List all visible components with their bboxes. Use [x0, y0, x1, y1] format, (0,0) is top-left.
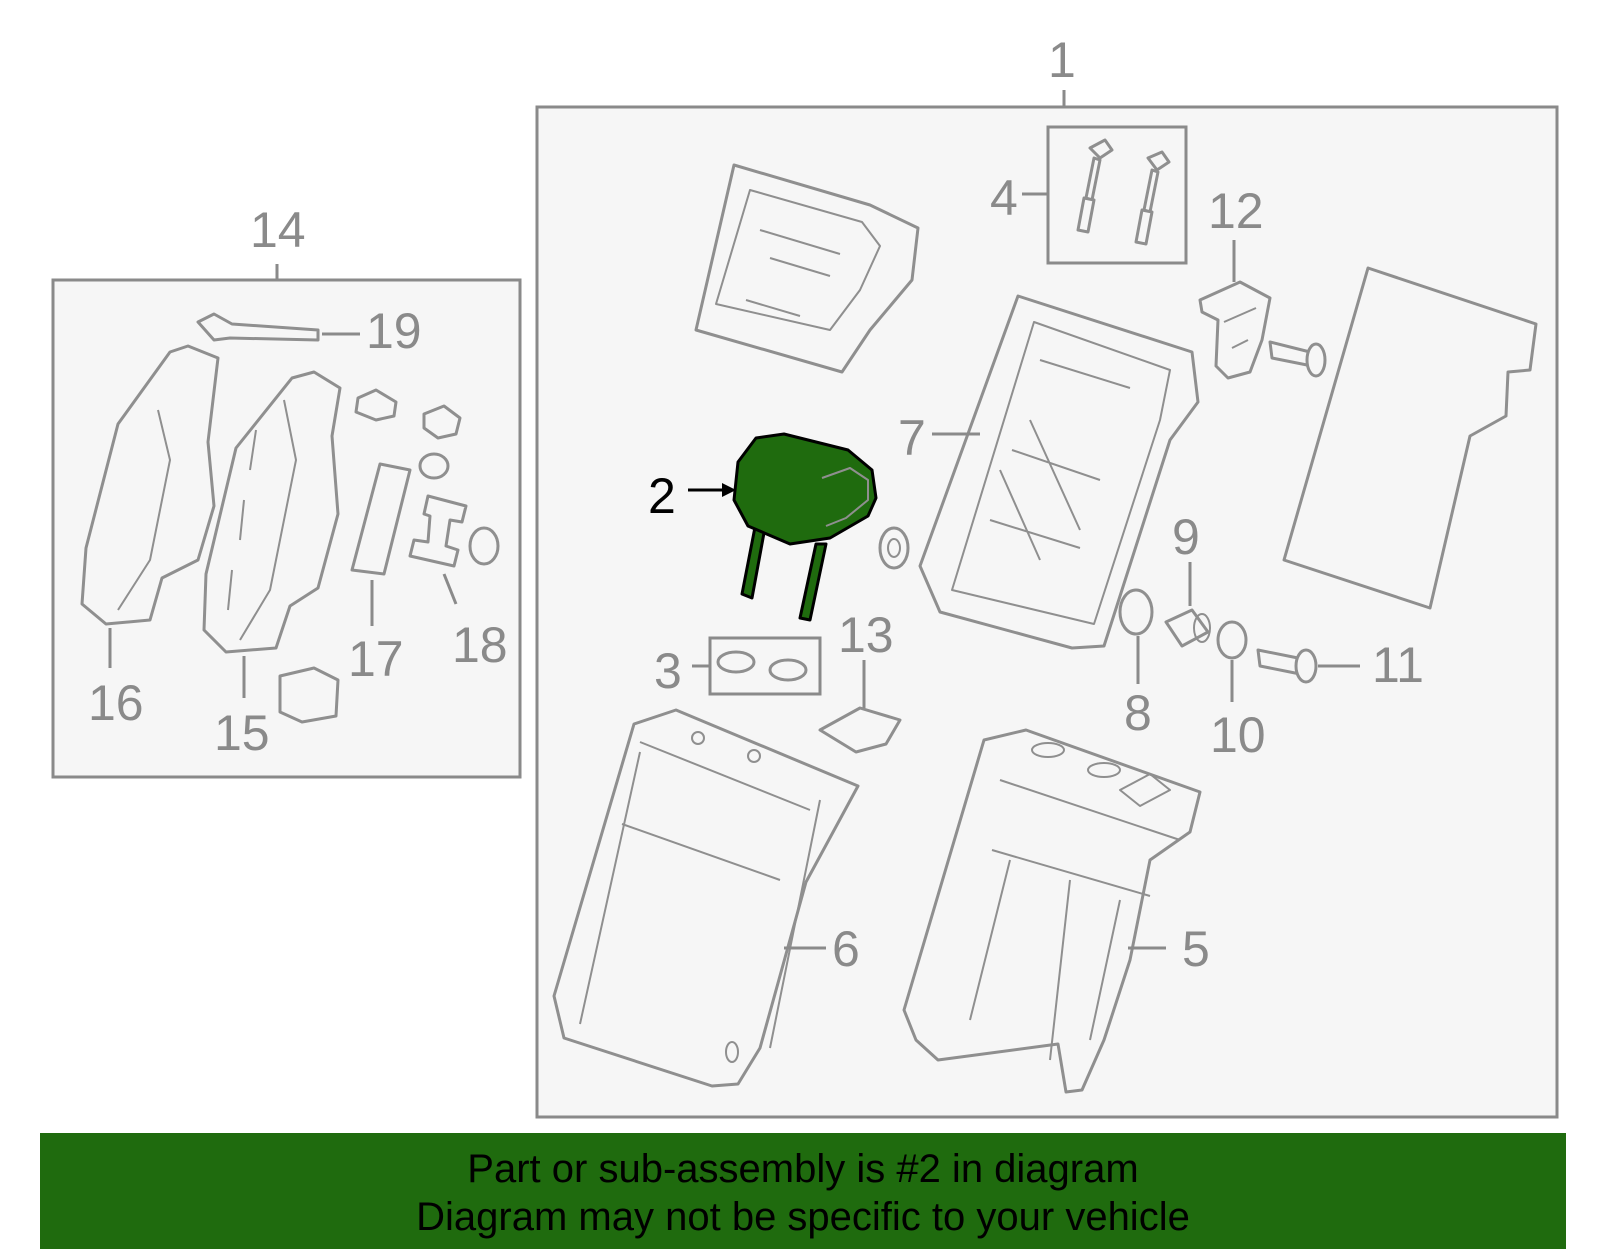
- part-16-panel: [80, 344, 220, 626]
- part-15-panel: [202, 370, 342, 654]
- callout-3: 3: [654, 643, 682, 699]
- upper-frame: [694, 163, 920, 374]
- part-11-head: [1294, 648, 1318, 684]
- callout-8: 8: [1124, 685, 1152, 741]
- seatback-panel: [1282, 266, 1538, 610]
- callout-9: 9: [1172, 509, 1200, 565]
- part-13-latch: [818, 706, 902, 754]
- part-8-ring: [1118, 588, 1154, 636]
- part-3-grommet-a: [716, 650, 756, 674]
- part-16-detail: [117, 409, 171, 611]
- callout-16: 16: [88, 675, 144, 731]
- part-9-end: [1193, 613, 1211, 643]
- callout-13: 13: [838, 607, 894, 663]
- callout-11: 11: [1372, 637, 1424, 693]
- clip-washer: [418, 452, 450, 480]
- callout-12: 12: [1208, 183, 1264, 239]
- callout-19: 19: [366, 303, 422, 359]
- clip-b: [422, 404, 462, 440]
- part-4-bolts: [1076, 138, 1171, 246]
- banner-line-1: Part or sub-assembly is #2 in diagram: [467, 1147, 1139, 1191]
- callout-15: 15: [214, 705, 270, 761]
- callout-2: 2: [648, 468, 676, 524]
- part-19-cable: [196, 312, 320, 342]
- part-15-detail: [227, 399, 297, 641]
- info-banner: Part or sub-assembly is #2 in diagram Di…: [40, 1133, 1566, 1249]
- connector-block: [278, 666, 340, 724]
- part-7-frame: [918, 294, 1200, 650]
- part-10-washer: [1216, 620, 1248, 660]
- leader-2-arrow: [722, 483, 736, 497]
- callout-18: 18: [452, 617, 508, 673]
- callout-17: 17: [348, 631, 404, 687]
- callout-7: 7: [898, 410, 926, 466]
- part-17-strip: [350, 462, 412, 576]
- banner-line-2: Diagram may not be specific to your vehi…: [416, 1195, 1190, 1239]
- callout-4: 4: [990, 170, 1018, 226]
- part-2-headrest: [732, 432, 878, 622]
- part-6-cover: [552, 708, 860, 1088]
- callout-5: 5: [1182, 921, 1210, 977]
- washer-hole: [887, 538, 901, 558]
- callout-10: 10: [1210, 707, 1266, 763]
- callout-1: 1: [1048, 32, 1076, 88]
- clip-a: [354, 388, 398, 422]
- callout-14: 14: [250, 202, 306, 258]
- part-3-grommet-b: [768, 658, 808, 682]
- part-18-bracket: [408, 494, 468, 568]
- part-9-bushing: [1164, 608, 1210, 648]
- washer: [878, 526, 910, 570]
- part-5-pad: [902, 728, 1202, 1094]
- callout-6: 6: [832, 921, 860, 977]
- part-12-hinge: [1198, 280, 1327, 380]
- part-18-nut: [468, 526, 500, 566]
- leader-18: [442, 573, 458, 605]
